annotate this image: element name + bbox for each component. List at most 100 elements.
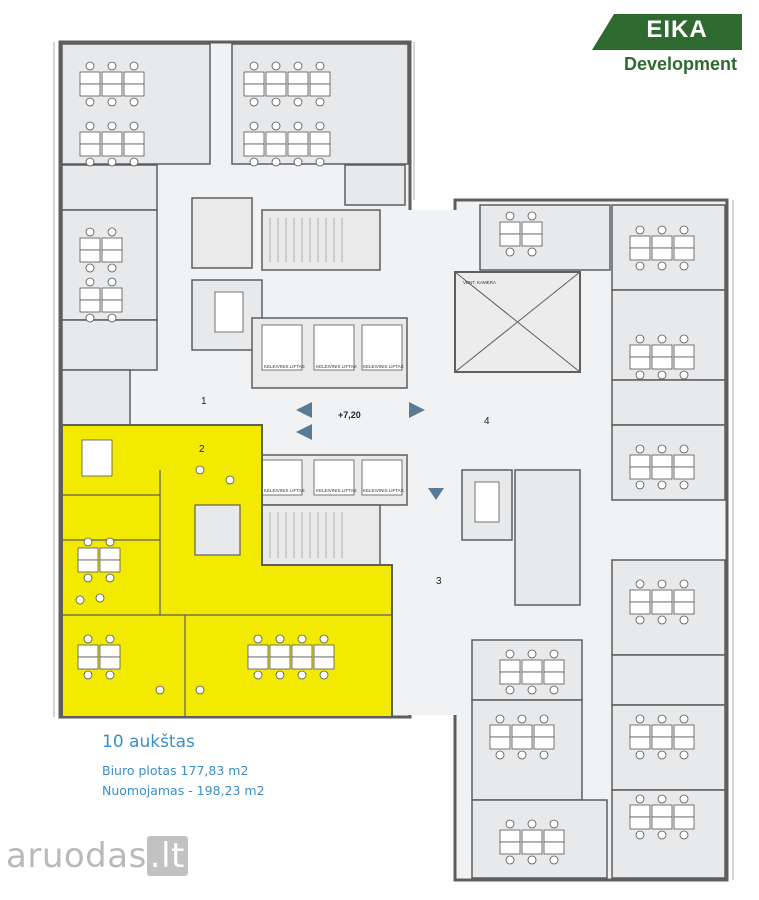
chair: [195, 685, 205, 695]
chair: [129, 97, 139, 107]
chair: [539, 714, 549, 724]
chair: [83, 573, 93, 583]
chair: [495, 714, 505, 724]
desk: [79, 143, 101, 157]
chair: [679, 225, 689, 235]
chair: [271, 61, 281, 71]
desk: [673, 804, 695, 818]
chair: [95, 593, 105, 603]
desk: [673, 736, 695, 750]
elevator-label: KELEIVINIS LIFTAS: [316, 488, 357, 493]
desk: [214, 291, 244, 333]
chair: [679, 750, 689, 760]
desk: [79, 249, 101, 263]
chair: [129, 157, 139, 167]
desk: [99, 559, 121, 573]
desk: [651, 724, 673, 738]
desk: [309, 71, 331, 85]
desk: [543, 841, 565, 855]
chair: [635, 225, 645, 235]
desk: [651, 816, 673, 830]
desk: [291, 656, 313, 670]
chair: [657, 370, 667, 380]
desk: [247, 656, 269, 670]
desk: [79, 237, 101, 251]
office-area: Biuro plotas 177,83 m2: [102, 763, 249, 778]
desk: [629, 454, 651, 468]
zone-label-1: 1: [201, 396, 207, 407]
chair: [107, 121, 117, 131]
watermark: aruodas.lt: [6, 836, 188, 876]
desk: [651, 344, 673, 358]
desk: [673, 601, 695, 615]
desk: [629, 724, 651, 738]
desk: [243, 143, 265, 157]
chair: [225, 475, 235, 485]
chair: [107, 61, 117, 71]
desk: [629, 344, 651, 358]
chair: [105, 537, 115, 547]
desk: [521, 829, 543, 843]
chair: [129, 121, 139, 131]
chair: [657, 750, 667, 760]
desk: [123, 131, 145, 145]
desk: [77, 559, 99, 573]
chair: [635, 261, 645, 271]
chair: [657, 615, 667, 625]
chair: [679, 830, 689, 840]
desk: [651, 235, 673, 249]
chair: [249, 97, 259, 107]
direction-arrows: [296, 402, 444, 500]
desk: [651, 736, 673, 750]
chair: [105, 573, 115, 583]
desk: [123, 143, 145, 157]
desk: [533, 724, 555, 738]
desk: [243, 131, 265, 145]
chair: [657, 261, 667, 271]
desk: [489, 736, 511, 750]
desk: [629, 601, 651, 615]
chair: [85, 61, 95, 71]
chair: [679, 370, 689, 380]
elevator-label: KELEIVINIS LIFTAS: [264, 364, 305, 369]
chair: [657, 334, 667, 344]
desk: [287, 83, 309, 97]
desk: [123, 83, 145, 97]
desk: [101, 131, 123, 145]
chair: [505, 649, 515, 659]
desk: [287, 131, 309, 145]
floor-title: 10 aukštas: [102, 732, 195, 752]
desk: [101, 143, 123, 157]
chair: [679, 615, 689, 625]
desk: [629, 736, 651, 750]
desk: [651, 454, 673, 468]
desk: [309, 131, 331, 145]
desk: [265, 71, 287, 85]
desk: [247, 644, 269, 658]
chair: [249, 121, 259, 131]
desk: [521, 671, 543, 685]
desk: [543, 829, 565, 843]
desk: [673, 356, 695, 370]
desk: [499, 221, 521, 235]
chair: [75, 595, 85, 605]
chair: [505, 685, 515, 695]
brand-subtitle: Development: [624, 54, 738, 74]
desk: [533, 736, 555, 750]
chair: [85, 121, 95, 131]
desk: [629, 589, 651, 603]
desk: [77, 644, 99, 658]
chair: [505, 211, 515, 221]
chair: [527, 211, 537, 221]
chair: [315, 121, 325, 131]
chair: [249, 61, 259, 71]
chair: [495, 750, 505, 760]
chair: [679, 261, 689, 271]
chair: [83, 537, 93, 547]
desk: [673, 816, 695, 830]
chair: [105, 634, 115, 644]
desk: [629, 466, 651, 480]
desk: [101, 71, 123, 85]
desk: [629, 356, 651, 370]
chair: [635, 830, 645, 840]
